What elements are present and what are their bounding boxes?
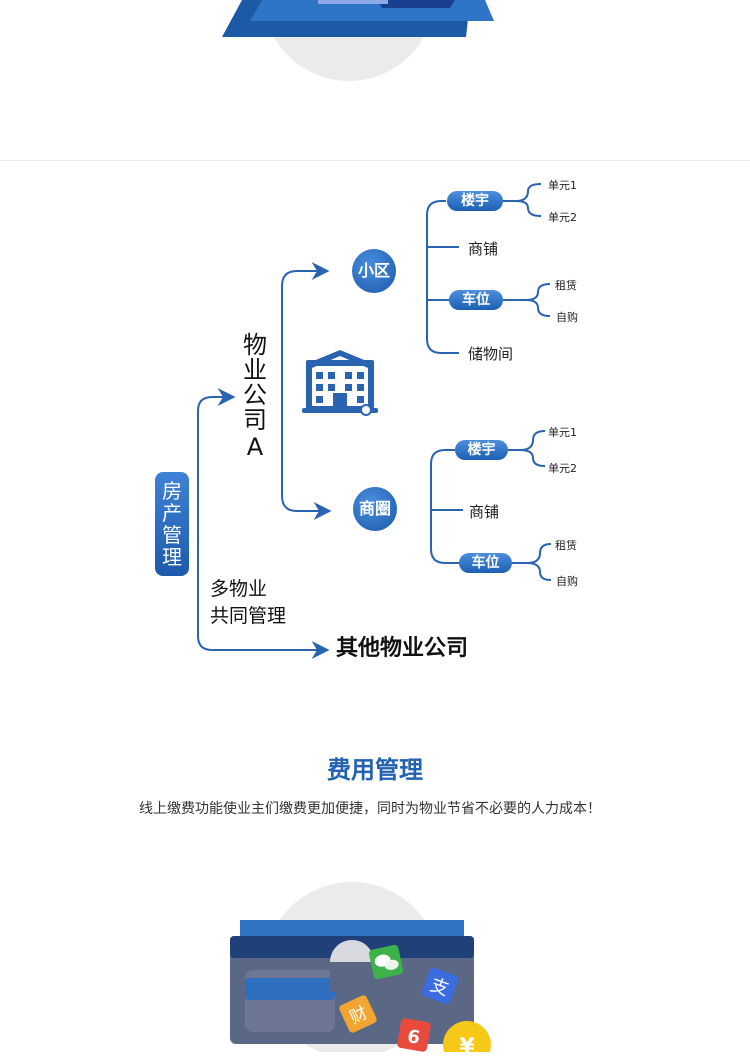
yuan-coin-icon: ¥ [443,1021,491,1056]
connector-district-building-units [508,430,546,467]
yuan-coin-symbol: ¥ [459,1035,475,1052]
top-illustration-tablet-accent [378,0,455,8]
district-building-label: 楼宇 [467,442,496,458]
connector-community-building-units [503,183,542,217]
community-parking-pill: 车位 [449,290,503,310]
building-icon [300,346,380,422]
wealth-badge-text: 财 [347,1003,371,1028]
top-illustration [0,0,750,100]
district-parking-label: 车位 [471,555,500,571]
district-unit-1: 单元1 [548,426,577,439]
company-a-char: 物 [243,331,267,359]
community-unit-1: 单元1 [548,179,577,192]
district-node: 商圈 [353,487,397,531]
wallet-illustration: 支 财 6 ¥ [0,870,750,1056]
company-a-char: A [246,433,264,461]
company-a-char: 业 [243,356,267,384]
district-unit-2: 单元2 [548,462,577,475]
app-badge-text: 6 [406,1026,422,1049]
company-a-char: 公 [243,381,267,409]
district-node-label: 商圈 [358,499,391,518]
community-storage-label: 储物间 [468,345,514,363]
district-building-pill: 楼宇 [455,440,508,460]
company-a-char: 司 [243,406,267,434]
root-node-label: 房产管理 [162,479,182,569]
connector-company-branches [281,270,332,520]
diagram-connectors [197,183,552,659]
community-node: 小区 [352,249,396,293]
other-company-label: 其他物业公司 [336,636,469,661]
alipay-badge-icon: 支 [421,967,459,1005]
district-shop-label: 商铺 [469,503,500,521]
community-unit-2: 单元2 [548,211,577,224]
wallet-card-front [245,978,335,1000]
section-divider [0,160,750,161]
root-node-property-management: 房产管理 [155,472,189,576]
company-a-label: 物 业 公 司 A [242,333,268,460]
connector-district-tree [430,449,461,564]
fee-management-description: 线上缴费功能使业主们缴费更加便捷，同时为物业节省不必要的人力成本！ [139,801,601,817]
community-parking-own: 自购 [556,311,578,324]
community-parking-rent: 租赁 [555,279,577,292]
shared-management-line1: 多物业 [210,578,268,600]
community-building-label: 楼宇 [461,193,489,209]
connector-root-to-company [197,396,330,659]
community-parking-label: 车位 [462,292,490,308]
app-badge-icon: 6 [397,1018,431,1052]
district-parking-own: 自购 [556,575,578,588]
fee-management-title: 费用管理 [327,756,423,784]
community-building-pill: 楼宇 [447,191,503,211]
district-parking-pill: 车位 [459,553,512,573]
wealth-badge-icon: 财 [339,995,377,1033]
community-node-label: 小区 [357,261,390,280]
top-illustration-tablet-panel [318,0,388,4]
community-shop-label: 商铺 [468,240,499,258]
shared-management-line2: 共同管理 [210,605,287,627]
connector-community-tree [426,200,459,354]
connector-community-parking-options [503,283,551,317]
wechat-badge-icon [368,944,404,980]
wallet-clasp-shade [330,962,374,992]
district-parking-rent: 租赁 [555,539,577,552]
connector-district-parking-options [512,543,552,581]
